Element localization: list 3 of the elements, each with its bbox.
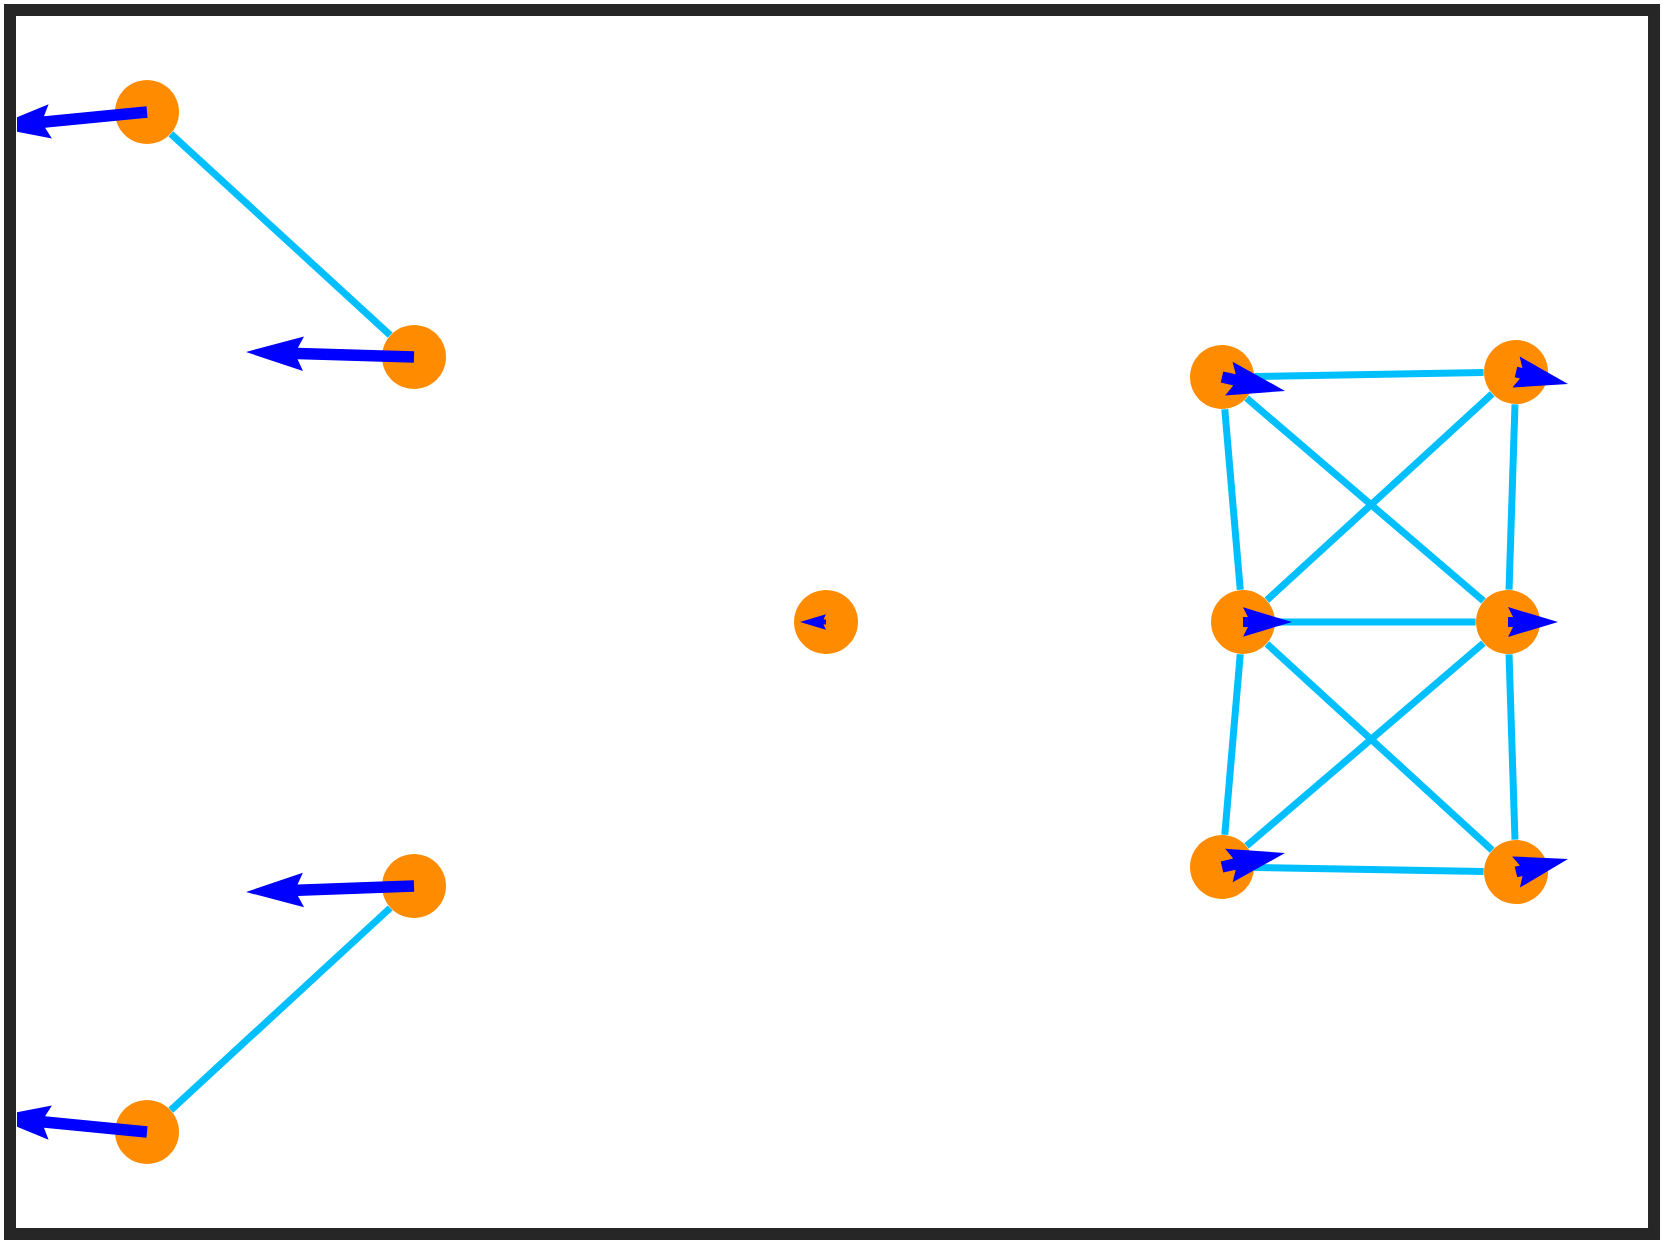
connector-line: [168, 905, 393, 1113]
node-circle: [794, 590, 858, 654]
connector-line: [168, 131, 393, 338]
